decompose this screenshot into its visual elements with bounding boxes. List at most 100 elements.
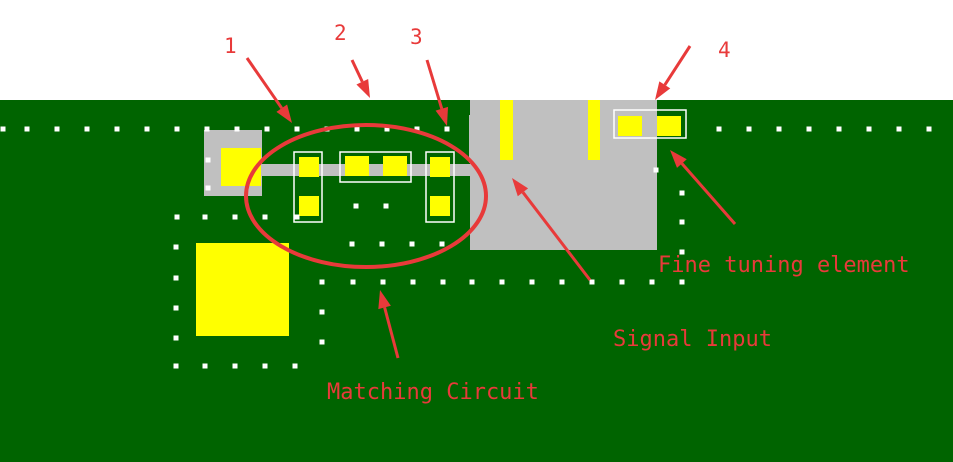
via-top-row	[144, 126, 150, 132]
via	[174, 214, 180, 220]
matching-circuit-ellipse	[244, 123, 488, 269]
via	[469, 279, 475, 285]
signal-input-label: Signal Input	[613, 327, 772, 352]
via	[410, 279, 416, 285]
via	[380, 279, 386, 285]
component-1-outline	[293, 151, 323, 223]
tuning-trace	[600, 120, 616, 128]
via	[173, 305, 179, 311]
arrow-marker-4-head	[655, 81, 671, 100]
via-top-row	[866, 126, 872, 132]
via-top-row	[746, 126, 752, 132]
via	[350, 279, 356, 285]
via	[679, 279, 685, 285]
annotation-overlay	[244, 45, 737, 359]
via	[202, 363, 208, 369]
via-top-row	[204, 126, 210, 132]
component-pads	[196, 100, 681, 336]
via	[679, 249, 685, 255]
component-3-pad-top	[430, 157, 450, 177]
via	[292, 363, 298, 369]
arrow-fine-tuning-head	[670, 150, 687, 168]
via	[440, 279, 446, 285]
via	[559, 279, 565, 285]
fine-tuning-label: Fine tuning element	[658, 253, 910, 278]
via	[262, 363, 268, 369]
via-top-row	[354, 126, 360, 132]
component-3-pad-bottom	[430, 196, 450, 216]
via-top-row	[174, 126, 180, 132]
via	[202, 214, 208, 220]
via	[499, 279, 505, 285]
via-top-row	[114, 126, 120, 132]
via-top-row	[896, 126, 902, 132]
marker-2-label: 2	[334, 21, 347, 45]
annotation-arrows	[245, 45, 737, 359]
arrow-marker-2-head	[356, 78, 370, 98]
via	[319, 279, 325, 285]
via-top-row	[54, 126, 60, 132]
via	[232, 363, 238, 369]
via-top-row	[716, 126, 722, 132]
via	[353, 203, 359, 209]
via-top-row	[806, 126, 812, 132]
via	[383, 203, 389, 209]
via-top-row	[384, 126, 390, 132]
via	[439, 241, 445, 247]
marker-1-label: 1	[224, 34, 237, 58]
via	[205, 157, 211, 163]
arrow-fine-tuning-shaft	[680, 162, 737, 225]
via	[232, 214, 238, 220]
marker-3-label: 3	[410, 25, 423, 49]
signal-input-strip-right	[588, 100, 600, 160]
via	[173, 335, 179, 341]
component-2-outline	[339, 151, 412, 183]
via	[173, 244, 179, 250]
via-top-row	[926, 126, 932, 132]
arrow-marker-3-head	[435, 106, 449, 126]
via	[173, 275, 179, 281]
via-top-row	[836, 126, 842, 132]
via-top-row	[234, 126, 240, 132]
via	[173, 363, 179, 369]
component-4-outline	[613, 109, 687, 139]
component-outlines	[293, 109, 687, 223]
arrow-marker-3-shaft	[425, 59, 444, 110]
tuning-pad-right	[657, 116, 681, 136]
arrow-signal-input-head	[512, 178, 529, 197]
via	[653, 167, 659, 173]
tuning-pad-left	[618, 116, 642, 136]
via	[529, 279, 535, 285]
via-top-row	[264, 126, 270, 132]
via-top-row	[444, 126, 450, 132]
via	[349, 241, 355, 247]
component-2-pad-right	[383, 156, 407, 176]
via	[649, 279, 655, 285]
component-1-pad-bottom	[299, 196, 319, 216]
component-3-outline	[425, 151, 455, 223]
via-top-row	[0, 126, 6, 132]
matching-circuit-label: Matching Circuit	[327, 380, 539, 405]
via-top-row	[84, 126, 90, 132]
component-1-pad-top	[299, 157, 319, 177]
signal-input-strip-left	[500, 100, 513, 160]
via	[294, 214, 300, 220]
arrow-marker-4-shaft	[663, 45, 692, 86]
via	[619, 279, 625, 285]
via	[262, 214, 268, 220]
via	[409, 241, 415, 247]
via-top-row	[776, 126, 782, 132]
arrow-matching-circuit-head	[378, 290, 391, 310]
arrow-marker-1-head	[276, 104, 292, 123]
arrow-signal-input-shaft	[521, 191, 592, 281]
large-ground-pad	[196, 243, 289, 336]
via	[679, 219, 685, 225]
via-top-row	[24, 126, 30, 132]
via	[319, 339, 325, 345]
component-2-pad-left	[345, 156, 369, 176]
arrow-marker-1-shaft	[245, 57, 283, 110]
via	[205, 185, 211, 191]
via-stitching	[0, 126, 932, 369]
